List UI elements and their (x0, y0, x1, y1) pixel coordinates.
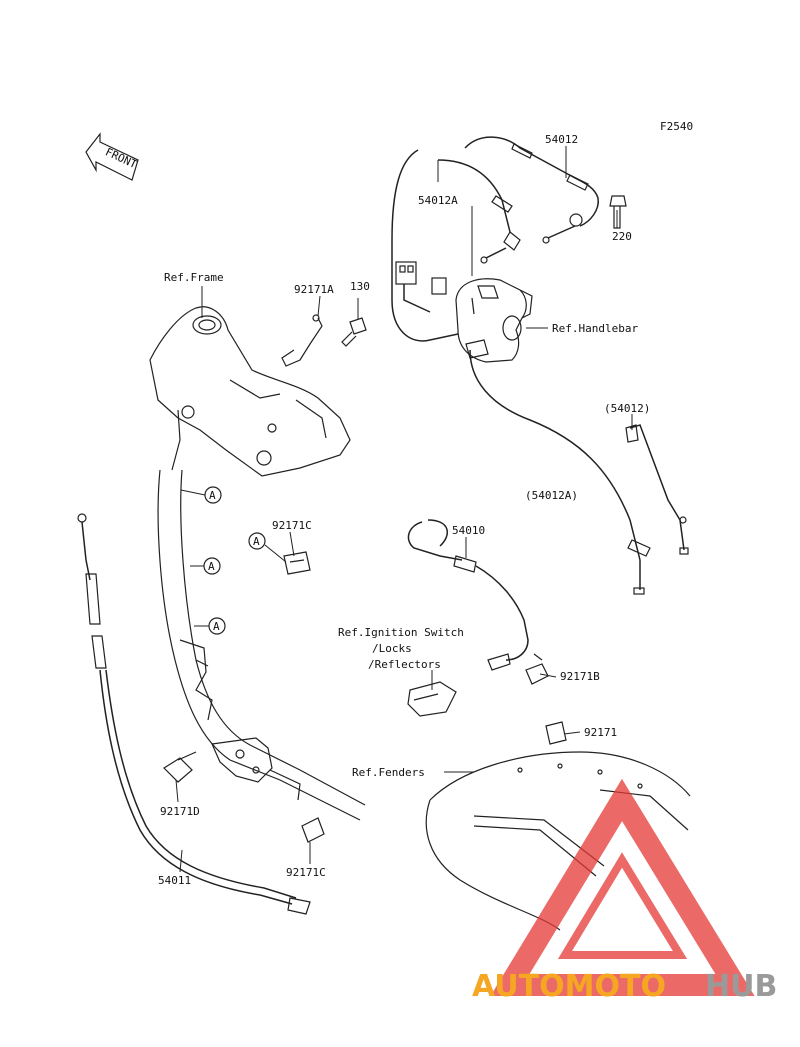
switch-wiring (391, 149, 459, 342)
label-ref-ignition-switch: Ref.Ignition Switch (338, 626, 464, 639)
label-92171: 92171 (584, 726, 617, 739)
svg-text:A: A (209, 489, 216, 502)
front-arrow-icon: FRONT (85, 132, 139, 181)
watermark-logo (490, 778, 755, 996)
label-54012: 54012 (545, 133, 578, 146)
callout-a-4: A (248, 532, 266, 550)
label-ref-fenders: Ref.Fenders (352, 766, 425, 779)
label-92171A: 92171A (294, 283, 334, 296)
label-54010: 54010 (452, 524, 485, 537)
wire-54010 (407, 519, 529, 671)
figure-code: F2540 (660, 120, 693, 133)
label-54012A: 54012A (418, 194, 458, 207)
bolt-130 (341, 317, 367, 347)
label-92171C-bottom: 92171C (286, 866, 326, 879)
watermark-text-hub: HUB (705, 969, 777, 1004)
bolt-220 (609, 195, 627, 229)
frame (149, 306, 366, 821)
label-220: 220 (612, 230, 632, 243)
svg-text:A: A (213, 620, 220, 633)
label-locks: /Locks (372, 642, 412, 655)
throttle-cable-54012A (437, 159, 521, 264)
clip-92171C-lower (301, 817, 325, 843)
ignition-switch-part (407, 681, 457, 717)
clip-92171C-upper (283, 551, 311, 575)
label-54011: 54011 (158, 874, 191, 887)
clip-92171A (281, 314, 323, 367)
label-reflectors: /Reflectors (368, 658, 441, 671)
label-54012A-paren: (54012A) (525, 489, 578, 502)
watermark-text-automoto: AUTOMOTO (472, 969, 666, 1004)
label-130: 130 (350, 280, 370, 293)
svg-text:A: A (253, 535, 260, 548)
handlebar-switch (455, 278, 533, 363)
callout-a-2: A (203, 557, 221, 575)
label-92171D: 92171D (160, 805, 200, 818)
clip-92171B (525, 653, 549, 685)
clip-92171D (163, 751, 197, 783)
clip-92171 (545, 721, 567, 745)
label-ref-handlebar: Ref.Handlebar (552, 322, 638, 335)
svg-text:A: A (208, 560, 215, 573)
label-92171B: 92171B (560, 670, 600, 683)
clutch-cable-54011 (77, 513, 311, 915)
cable-routing-54012-lower (625, 424, 689, 555)
cable-routing-54012A-lower (469, 349, 651, 595)
callout-a-3: A (208, 617, 226, 635)
label-54012-paren: (54012) (604, 402, 650, 415)
callout-a-1: A (204, 486, 222, 504)
label-ref-frame: Ref.Frame (164, 271, 224, 284)
throttle-cable-54012 (464, 136, 599, 244)
label-92171C-top: 92171C (272, 519, 312, 532)
